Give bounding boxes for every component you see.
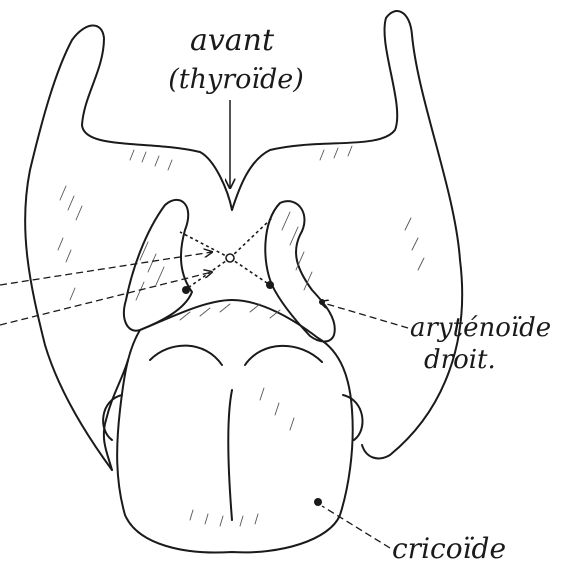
vocal-ligament-lines xyxy=(180,218,272,290)
arytenoid-label-line2: droit. xyxy=(424,345,496,375)
arytenoid-leader xyxy=(320,302,408,328)
right-arytenoid xyxy=(265,201,334,341)
right-vocal-process-point xyxy=(266,281,274,289)
left-upper-arrow xyxy=(0,252,212,285)
anterior-label-line2: (thyroïde) xyxy=(168,64,304,95)
cricoid-cartilage xyxy=(117,300,353,553)
left-vocal-process-point xyxy=(182,286,190,294)
cricoid-point xyxy=(314,498,322,506)
left-lower-arrow xyxy=(0,272,212,325)
landmark-dots xyxy=(182,254,325,506)
anterior-commissure-point xyxy=(226,254,234,262)
cricoid-label: cricoïde xyxy=(392,532,506,565)
hatching xyxy=(58,146,424,526)
cricoid-groove xyxy=(228,390,232,520)
cricoid-left-lobe xyxy=(150,346,222,365)
cricoid-right-lobe xyxy=(245,346,322,365)
left-arytenoid xyxy=(124,200,192,331)
anterior-label-line1: avant xyxy=(190,23,275,58)
arytenoid-label-line1: aryténoïde xyxy=(410,313,551,343)
